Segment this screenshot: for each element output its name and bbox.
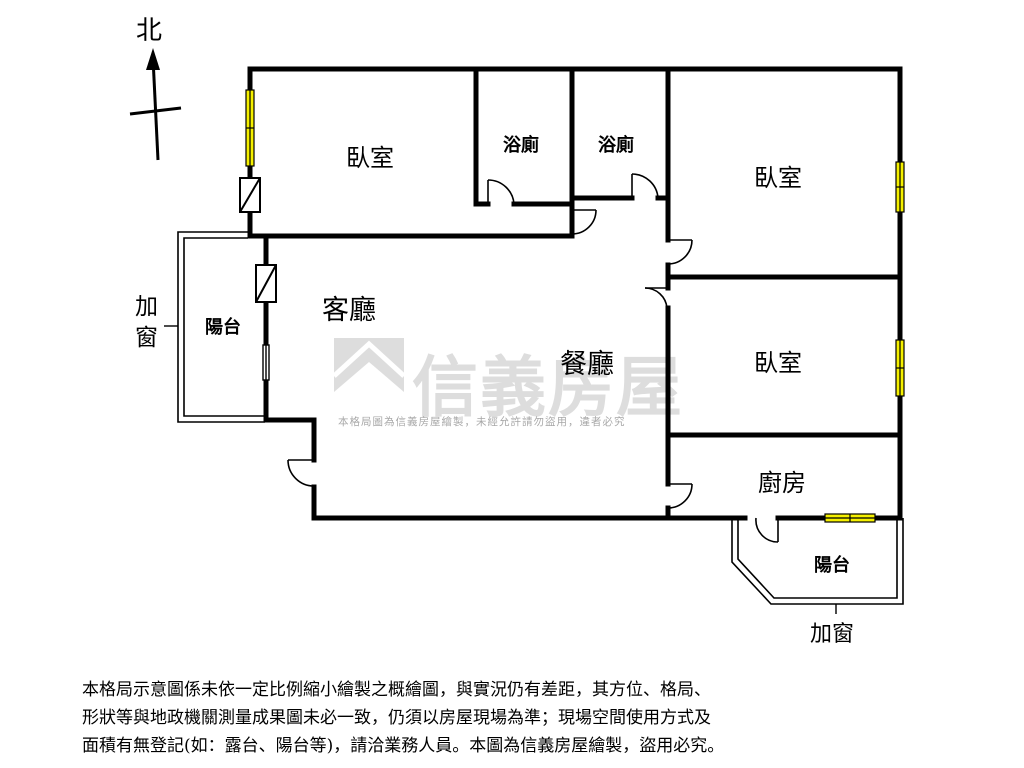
room-label-bedroom-ne: 臥室 (754, 164, 802, 192)
room-label-bath-1: 浴廁 (503, 135, 539, 156)
compass-arrow (129, 48, 182, 161)
added-window-label-w-line2: 窗 (135, 325, 158, 351)
room-label-balcony-w: 陽台 (205, 317, 241, 338)
room-label-kitchen: 廚房 (758, 469, 806, 497)
doors (287, 173, 779, 543)
added-window-label-w-line1: 加 (135, 294, 158, 320)
watermark-subtext: 本格局圖為信義房屋繪製，未經允許請勿盜用，違者必究 (338, 416, 626, 428)
added-window-label-se: 加窗 (810, 622, 855, 647)
disclaimer-line-1: 本格局示意圖係未依一定比例縮小繪製之概繪圖，與實況仍有差距，其方位、格局、 (82, 680, 711, 700)
watermark-brand: 信義房屋 (412, 349, 684, 426)
walls (247, 66, 903, 521)
added-window-label-w: 加 窗 (135, 292, 158, 354)
room-label-dining: 餐廳 (560, 349, 614, 380)
room-label-bedroom-e: 臥室 (754, 349, 802, 377)
disclaimer-line-3: 面積有無登記(如：露台、陽台等)，請洽業務人員。本圖為信義房屋繪製，盜用必究。 (82, 736, 725, 756)
balcony-west-frame (177, 231, 265, 423)
balcony-door (262, 344, 270, 381)
north-label: 北 (136, 16, 163, 46)
windows (245, 89, 905, 523)
disclaimer-notice: 本格局示意圖係未依一定比例縮小繪製之概繪圖，與實況仍有差距，其方位、格局、 形狀… (82, 676, 962, 760)
balcony-southeast-frame (731, 518, 904, 605)
room-label-bath-2: 浴廁 (598, 135, 634, 156)
sliding-door-boxes (239, 177, 277, 303)
disclaimer-line-2: 形狀等與地政機關測量成果圖未必一致，仍須以房屋現場為準；現場空間使用方式及 (82, 708, 711, 728)
room-label-bedroom-nw: 臥室 (346, 144, 394, 172)
room-label-living: 客廳 (322, 295, 376, 326)
watermark-logo-icon (332, 338, 406, 402)
room-label-balcony-se: 陽台 (814, 555, 850, 576)
